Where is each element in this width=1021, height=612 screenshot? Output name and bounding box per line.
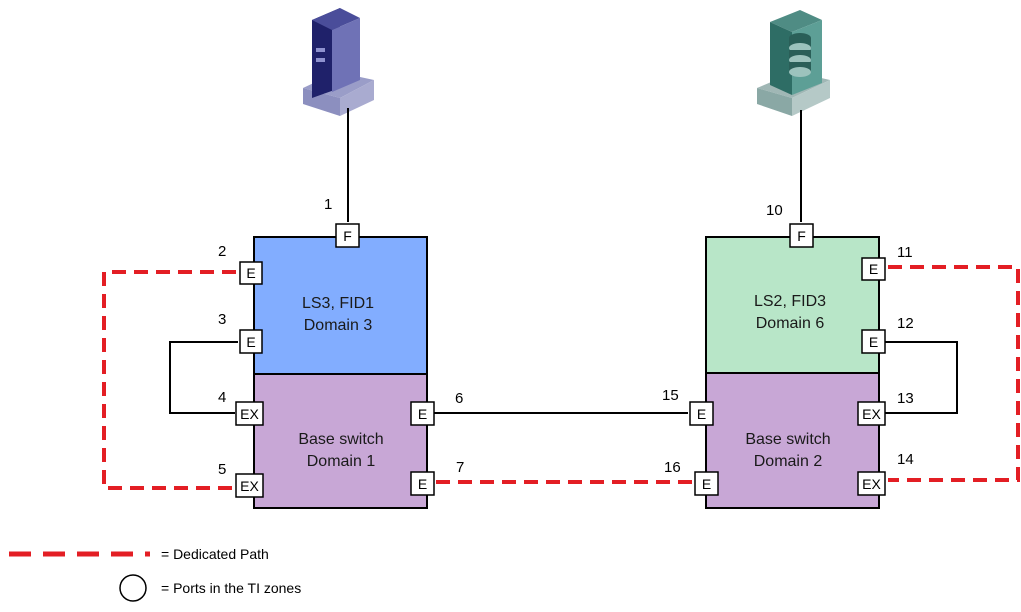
svg-text:EX: EX <box>862 476 881 492</box>
port-7: E <box>410 471 435 496</box>
link-3-4 <box>169 341 238 414</box>
port-15: E <box>689 401 714 426</box>
port-15-number: 15 <box>662 387 679 404</box>
port-7-number: 7 <box>456 459 464 476</box>
svg-text:EX: EX <box>240 478 259 494</box>
port-1: F <box>335 223 360 248</box>
right-base-switch <box>705 372 880 509</box>
left-logical-label-2: Domain 3 <box>304 317 373 334</box>
left-logical-label-1: LS3, FID1 <box>302 295 374 312</box>
port-2-number: 2 <box>218 243 226 260</box>
right-logical-label-1: LS2, FID3 <box>754 293 826 310</box>
svg-text:E: E <box>702 476 711 492</box>
server-icon <box>303 8 374 116</box>
port-14: EX <box>857 471 886 496</box>
port-6: E <box>410 401 435 426</box>
svg-text:E: E <box>418 476 427 492</box>
svg-text:E: E <box>246 334 255 350</box>
port-1-number: 1 <box>324 196 332 213</box>
port-10-number: 10 <box>766 202 783 219</box>
svg-text:EX: EX <box>240 406 259 422</box>
port-5: EX <box>235 473 264 498</box>
port-2: E <box>239 261 263 285</box>
storage-icon <box>757 10 830 116</box>
left-base-label-1: Base switch <box>298 431 383 448</box>
svg-text:E: E <box>697 406 706 422</box>
port-4: EX <box>235 401 264 426</box>
svg-text:E: E <box>869 334 878 350</box>
right-logical-label-2: Domain 6 <box>756 315 825 332</box>
left-logical-switch <box>253 236 428 375</box>
port-12-number: 12 <box>897 315 914 332</box>
port-16: E <box>694 471 719 496</box>
port-5-number: 5 <box>218 461 226 478</box>
port-3-number: 3 <box>218 311 226 328</box>
svg-text:E: E <box>869 261 878 277</box>
svg-text:EX: EX <box>862 406 881 422</box>
link-12-13 <box>884 341 958 414</box>
svg-text:E: E <box>246 265 255 281</box>
svg-text:F: F <box>343 228 352 244</box>
port-11: E <box>861 257 886 281</box>
legend-dedicated-label: = Dedicated Path <box>161 546 269 562</box>
port-16-number: 16 <box>664 459 681 476</box>
port-12: E <box>861 329 886 354</box>
port-3: E <box>239 329 263 354</box>
port-4-number: 4 <box>218 389 226 406</box>
right-logical-switch <box>705 236 880 374</box>
port-13-number: 13 <box>897 390 914 407</box>
port-11-number: 11 <box>897 244 913 261</box>
port-13: EX <box>857 401 886 426</box>
dedicated-path <box>102 265 1020 490</box>
right-base-label-2: Domain 2 <box>754 453 823 470</box>
port-14-number: 14 <box>897 451 914 468</box>
right-base-label-1: Base switch <box>745 431 830 448</box>
port-6-number: 6 <box>455 390 463 407</box>
port-10: F <box>789 223 814 248</box>
left-base-label-2: Domain 1 <box>307 453 376 470</box>
svg-text:E: E <box>418 406 427 422</box>
left-base-switch <box>253 373 428 509</box>
legend-ti-zone-swatch <box>119 574 147 602</box>
svg-text:F: F <box>797 228 806 244</box>
legend-ti-zone-label: = Ports in the TI zones <box>161 580 301 596</box>
